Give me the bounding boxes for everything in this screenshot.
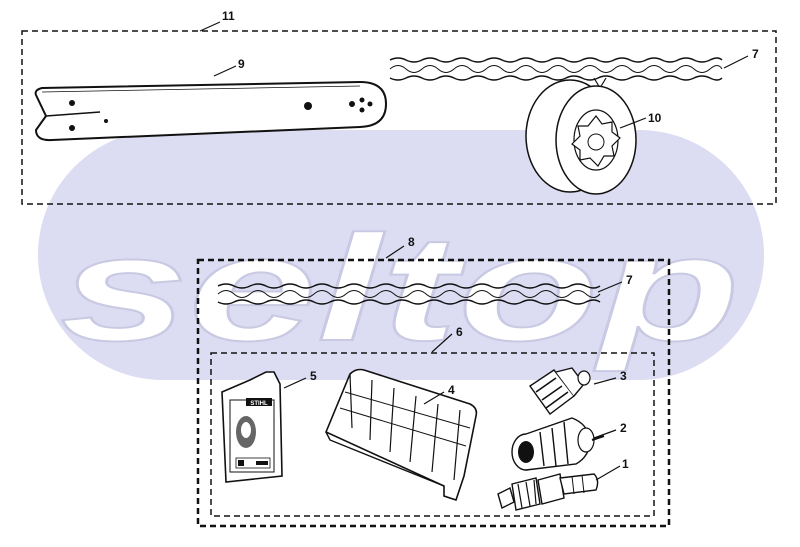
callout-1: 1	[622, 457, 629, 471]
callout-2: 2	[620, 421, 627, 435]
saw-chain-icon	[217, 283, 601, 305]
callout-4: 4	[448, 383, 455, 397]
callout-9: 9	[238, 57, 245, 71]
callout-5: 5	[310, 369, 317, 383]
callout-11: 11	[222, 9, 235, 23]
fuel-filter-icon	[511, 417, 605, 471]
watermark: seltop	[38, 130, 764, 380]
spark-plug-icon	[497, 473, 599, 511]
sprocket-rim-icon	[525, 79, 637, 195]
group-box-6	[210, 352, 655, 517]
oil-filter-icon	[529, 367, 591, 415]
callout-7-top: 7	[752, 47, 759, 61]
callout-10: 10	[648, 111, 662, 125]
callouts: 11 9 7 10 8 7 6 5 4 3 2 1	[222, 9, 759, 471]
bottle-brand-label: STIHL	[250, 401, 268, 407]
watermark-band	[38, 130, 764, 380]
saw-chain-icon	[389, 57, 723, 90]
guide-bar-icon	[34, 80, 388, 142]
callout-7-bottom: 7	[626, 273, 633, 287]
callout-6: 6	[456, 325, 463, 339]
air-filter-icon	[324, 368, 478, 502]
leader-lines	[199, 21, 749, 481]
group-box-11	[21, 30, 777, 205]
callout-8: 8	[408, 235, 415, 249]
oil-bottle-icon: STIHL	[221, 371, 283, 483]
callout-3: 3	[620, 369, 627, 383]
group-box-8	[196, 258, 671, 528]
